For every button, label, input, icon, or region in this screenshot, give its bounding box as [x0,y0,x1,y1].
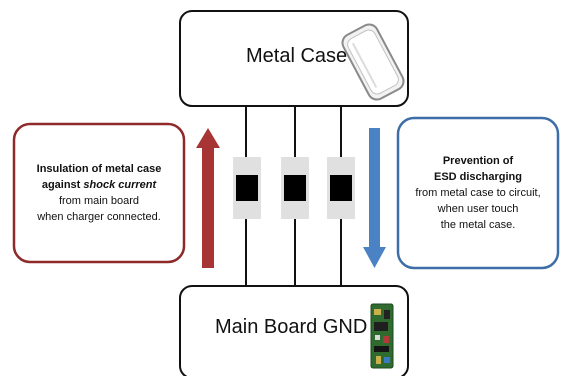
main-board-gnd-box [179,285,409,376]
varistor-component-middle [281,157,309,219]
main-board-gnd-label: Main Board GND [215,316,368,338]
esd-note-line4: when user touch [437,203,519,215]
insulation-note-line2-prefix: against [41,179,84,191]
esd-note-line2: ESD discharging [433,171,523,183]
insulation-note-emphasis: shock current [83,179,157,191]
varistor-component-left [233,157,261,219]
esd-note-line1: Prevention of [442,155,514,167]
metal-case-label: Metal Case [246,45,348,67]
insulation-note-line2: against shock current [42,177,156,193]
esd-note: Prevention of ESD discharging from metal… [398,118,558,268]
insulation-note-line3: from main board [58,195,140,207]
insulation-note-box [12,122,186,264]
insulation-note-line1: Insulation of metal case [36,163,162,175]
varistor-component-right [327,157,355,219]
phone-case-icon [341,23,405,101]
insulation-note: Insulation of metal case against shock c… [14,124,184,262]
esd-note-line3: from metal case to circuit, [415,187,541,199]
esd-note-box [396,116,560,270]
insulation-note-line4: when charger connected. [37,211,161,223]
circuit-board-icon [370,303,394,369]
arrow-down-icon [363,128,386,268]
esd-note-line5: the metal case. [440,219,516,231]
arrow-up-icon [196,128,220,268]
